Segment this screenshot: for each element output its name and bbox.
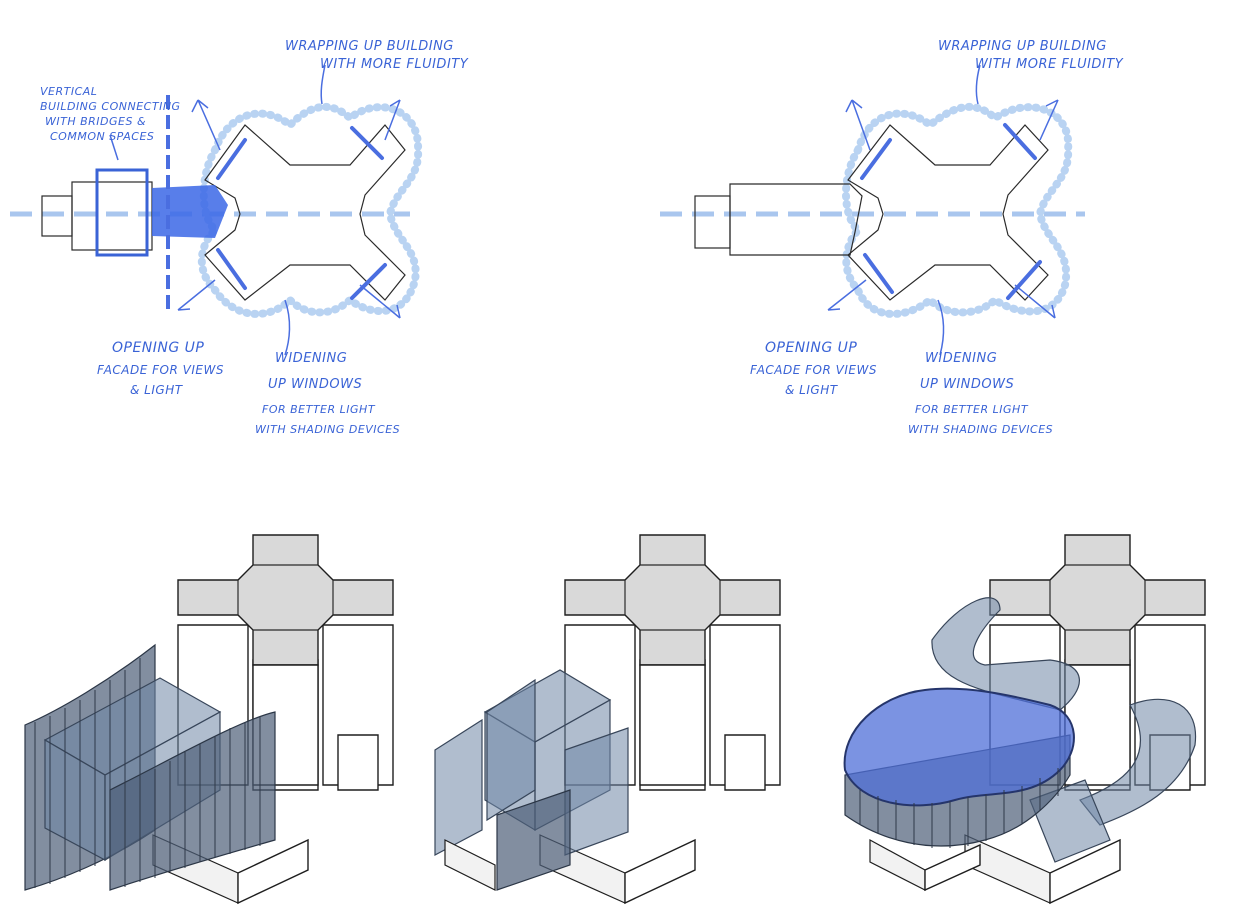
sketch-left: WRAPPING UP BUILDING WITH MORE FLUIDITY … — [10, 39, 469, 436]
podium — [445, 840, 495, 890]
note-widening: WIDENING UP WINDOWS FOR BETTER LIGHT WIT… — [908, 351, 1053, 436]
note-line: UP WINDOWS — [920, 377, 1014, 392]
note-line: BUILDING CONNECTING — [40, 100, 181, 113]
note-line: WITH SHADING DEVICES — [908, 423, 1053, 436]
note-line: FOR BETTER LIGHT — [262, 403, 376, 416]
note-line: FOR BETTER LIGHT — [915, 403, 1029, 416]
podium — [925, 845, 980, 890]
note-line: WIDENING — [275, 351, 347, 366]
window-mark — [352, 265, 385, 298]
window-mark — [218, 250, 245, 288]
note-line: WRAPPING UP BUILDING — [285, 39, 454, 54]
note-line: OPENING UP — [765, 340, 857, 356]
note-vertical: VERTICAL BUILDING CONNECTING WITH BRIDGE… — [40, 85, 185, 143]
note-line: UP WINDOWS — [268, 377, 362, 392]
window-mark — [862, 140, 890, 178]
window-mark — [865, 255, 892, 292]
fluid-halo — [846, 107, 1068, 314]
note-wrapping: WRAPPING UP BUILDING WITH MORE FLUIDITY — [938, 39, 1124, 72]
model-fluid-wrap — [845, 535, 1205, 903]
note-line: WITH MORE FLUIDITY — [975, 57, 1124, 72]
window-mark — [218, 140, 245, 178]
bridge-shade — [152, 185, 228, 238]
note-line: FACADE FOR VIEWS — [97, 363, 224, 377]
model-vertical-fins — [25, 535, 393, 903]
note-opening: OPENING UP FACADE FOR VIEWS & LIGHT — [750, 340, 882, 397]
note-widening: WIDENING UP WINDOWS FOR BETTER LIGHT WIT… — [255, 351, 400, 436]
model-glass-panels — [435, 535, 780, 903]
note-wrapping: WRAPPING UP BUILDING WITH MORE FLUIDITY — [285, 39, 469, 72]
note-line: WITH BRIDGES & — [45, 115, 146, 128]
note-line: VERTICAL — [40, 85, 97, 98]
note-line: WITH MORE FLUIDITY — [320, 57, 469, 72]
glass-panel-right — [565, 728, 628, 855]
note-line: & LIGHT — [785, 383, 839, 397]
note-line: FACADE FOR VIEWS — [750, 363, 877, 377]
note-opening: OPENING UP FACADE FOR VIEWS & LIGHT — [97, 340, 229, 397]
entry-block — [695, 196, 730, 248]
arrow — [178, 280, 215, 310]
note-line: COMMON SPACES — [50, 130, 154, 143]
note-line: OPENING UP — [112, 340, 204, 356]
note-line: WIDENING — [925, 351, 997, 366]
note-line: WRAPPING UP BUILDING — [938, 39, 1107, 54]
podium — [870, 840, 925, 890]
glass-panel-left — [435, 720, 482, 855]
window-mark — [352, 128, 382, 158]
note-line: WITH SHADING DEVICES — [255, 423, 400, 436]
sketch-right: WRAPPING UP BUILDING WITH MORE FLUIDITY … — [660, 39, 1124, 436]
note-line: & LIGHT — [130, 383, 184, 397]
